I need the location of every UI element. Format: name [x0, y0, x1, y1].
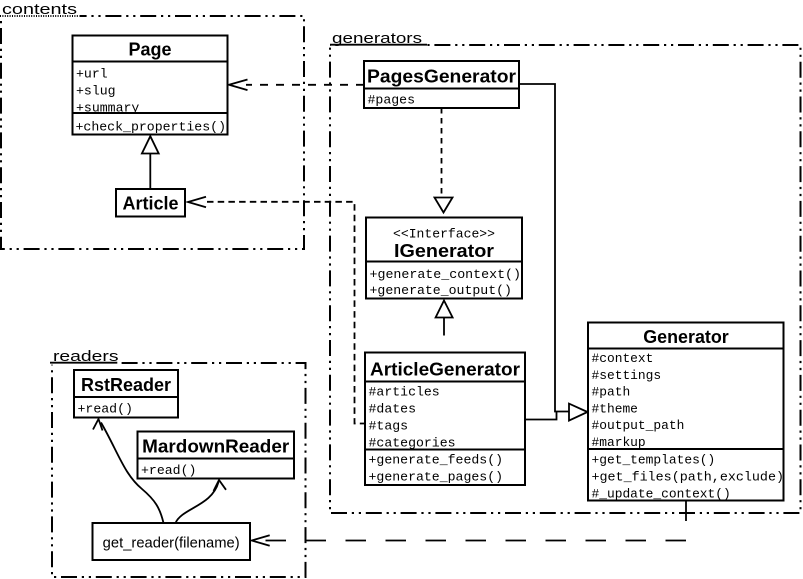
svg-text:#pages: #pages: [368, 93, 415, 108]
svg-text:Generator: Generator: [643, 327, 729, 347]
svg-text:#tags: #tags: [369, 419, 409, 434]
svg-text:#markup: #markup: [592, 435, 646, 450]
svg-text:#settings: #settings: [592, 368, 662, 383]
svg-text:+get_templates(): +get_templates(): [592, 453, 716, 468]
svg-text:+check_properties(): +check_properties(): [76, 120, 227, 135]
svg-text:Article: Article: [123, 194, 179, 214]
svg-text:#articles: #articles: [369, 385, 440, 400]
svg-text:+generate_output(): +generate_output(): [370, 283, 512, 298]
svg-text:IGenerator: IGenerator: [394, 241, 494, 261]
svg-text:ArticleGenerator: ArticleGenerator: [370, 360, 520, 380]
svg-text:#theme: #theme: [592, 401, 638, 416]
svg-text:#dates: #dates: [369, 402, 416, 417]
svg-text:Page: Page: [129, 40, 172, 60]
svg-text:PagesGenerator: PagesGenerator: [367, 67, 516, 87]
svg-text:RstReader: RstReader: [81, 375, 171, 395]
svg-text:+read(): +read(): [141, 463, 196, 478]
svg-text:+url: +url: [76, 67, 108, 82]
svg-text:readers: readers: [53, 348, 119, 365]
svg-text:#path: #path: [592, 385, 631, 400]
svg-text:+get_files(path,exclude): +get_files(path,exclude): [592, 470, 785, 485]
svg-text:<<Interface>>: <<Interface>>: [393, 227, 495, 242]
svg-text:+read(): +read(): [78, 402, 133, 417]
svg-text:+generate_pages(): +generate_pages(): [369, 470, 504, 485]
svg-text:+summary: +summary: [76, 101, 139, 116]
svg-text:#_update_context(): #_update_context(): [592, 487, 731, 502]
svg-text:get_reader(filename): get_reader(filename): [103, 536, 240, 552]
svg-text:contents: contents: [2, 1, 77, 18]
svg-text:#output_path: #output_path: [592, 418, 685, 433]
svg-text:generators: generators: [332, 30, 422, 47]
svg-text:MardownReader: MardownReader: [142, 437, 289, 457]
svg-text:#categories: #categories: [369, 436, 456, 451]
svg-text:+generate_context(): +generate_context(): [370, 267, 522, 282]
svg-text:#context: #context: [592, 351, 654, 366]
svg-text:+generate_feeds(): +generate_feeds(): [369, 453, 504, 468]
svg-text:+slug: +slug: [76, 84, 116, 99]
